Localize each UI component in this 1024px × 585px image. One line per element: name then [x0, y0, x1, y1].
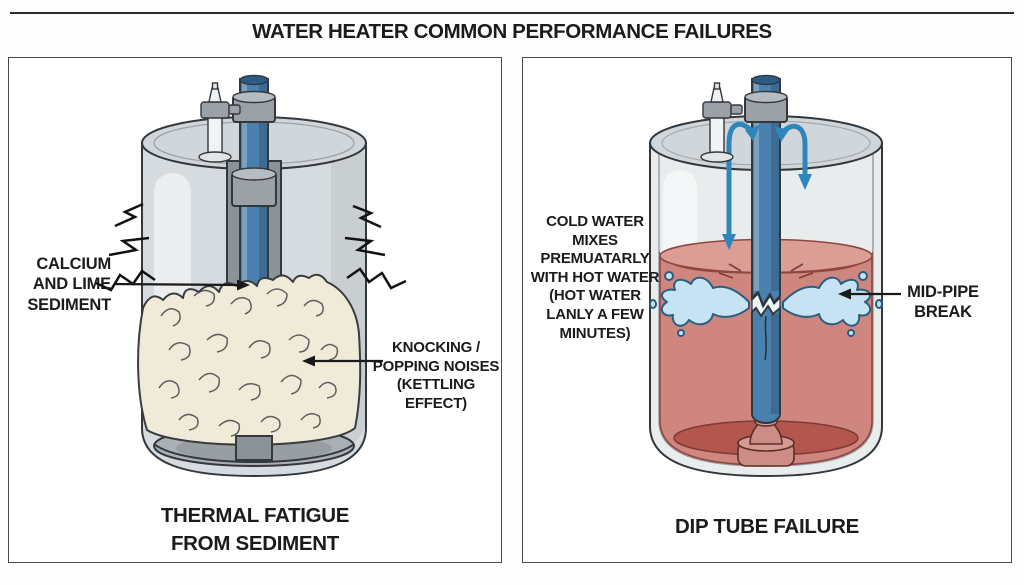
label-cold-water-mixes: COLD WATER MIXES PREMUATARLY WITH HOT WA…	[530, 213, 660, 342]
surface-ripple-marks	[718, 263, 814, 279]
top-divider-line	[10, 12, 1014, 14]
label-calcium-lime-sediment: CALCIUM AND LIME SEDIMENT	[27, 255, 111, 314]
sediment-texture	[158, 288, 339, 437]
crack-marks	[95, 202, 407, 292]
pipe-opening	[751, 74, 781, 86]
panel-dip-tube-failure: COLD WATER MIXES PREMUATARLY WITH HOT WA…	[522, 57, 1012, 563]
right-tank-illustration	[649, 74, 901, 478]
drain-fitting	[737, 417, 795, 467]
caption-dip-tube-failure: DIP TUBE FAILURE	[675, 515, 859, 538]
bowl-front-rim	[153, 443, 355, 463]
flow-arrows	[722, 121, 812, 250]
left-tank-illustration	[95, 74, 407, 478]
pointer-arrows	[114, 279, 383, 367]
pipe-collar-top	[232, 90, 276, 123]
panel-thermal-fatigue: CALCIUM AND LIME SEDIMENT KNOCKING / POP…	[8, 57, 502, 563]
diagram-title: WATER HEATER COMMON PERFORMANCE FAILURES	[252, 20, 772, 43]
pointer-arrows	[838, 288, 901, 300]
pipe-collar-top	[744, 90, 788, 123]
sediment-pile	[137, 273, 362, 446]
dip-tube-lower	[751, 304, 781, 424]
label-mid-pipe-break: MID-PIPE BREAK	[907, 283, 979, 322]
inlet-valve	[198, 82, 241, 163]
pipe-collar-inner	[231, 167, 277, 207]
inlet-valve	[700, 82, 743, 163]
label-knocking-popping: KNOCKING / POPPING NOISES (KETTLING EFFE…	[372, 339, 500, 412]
dip-tube-upper	[744, 74, 788, 308]
crack-line	[764, 315, 767, 361]
pipe-opening	[239, 74, 269, 86]
pipe-bottom-stub	[235, 435, 273, 461]
caption-thermal-fatigue: THERMAL FATIGUE FROM SEDIMENT	[160, 504, 350, 555]
